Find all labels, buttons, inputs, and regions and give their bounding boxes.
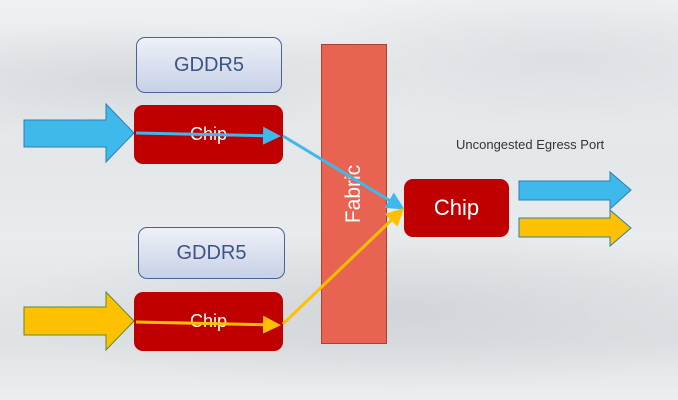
memory-bottom-label: GDDR5	[176, 241, 247, 264]
egress-blue-arrow	[518, 170, 632, 211]
egress-yellow-arrow	[518, 208, 632, 248]
memory-top: GDDR5	[136, 37, 282, 93]
egress-note: Uncongested Egress Port	[456, 137, 605, 152]
chip-egress: Chip	[404, 179, 509, 237]
yellow-flow-line-fabric	[281, 207, 405, 326]
ingress-yellow-arrow	[23, 290, 135, 352]
blue-flow-line-fabric	[282, 134, 405, 210]
yellow-flow-line-chip	[135, 315, 281, 334]
blue-flow-line-chip	[135, 126, 281, 145]
chip-bottom-label: Chip	[189, 311, 228, 331]
ingress-blue-arrow	[23, 102, 135, 164]
memory-bottom: GDDR5	[138, 227, 285, 279]
chip-egress-label: Chip	[433, 195, 480, 220]
memory-top-label: GDDR5	[173, 53, 244, 76]
